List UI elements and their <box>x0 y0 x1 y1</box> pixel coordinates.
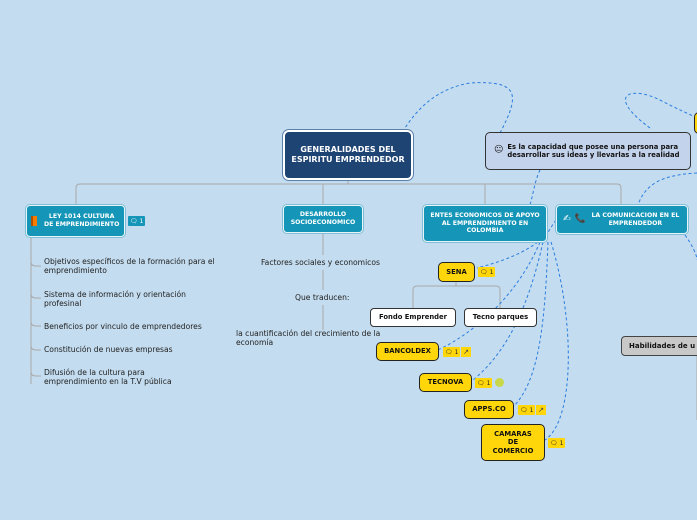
subtopic-que-traducen[interactable]: Que traducen: <box>295 293 350 302</box>
relation-note-central <box>404 82 513 134</box>
external-link-icon[interactable]: ↗ <box>536 405 546 415</box>
topic-ley-1014[interactable]: LEY 1014 CULTURA DE EMPRENDIMIENTO <box>26 205 125 237</box>
subtopic-constitucion[interactable]: Constitución de nuevas empresas <box>44 345 173 354</box>
neutral-face-emoji-icon: 😐 <box>494 145 504 156</box>
topic-entes-economicos[interactable]: ENTES ECONOMICOS DE APOYO AL EMPRENDIMIE… <box>423 205 547 242</box>
relation-comunicacion-down <box>684 234 697 261</box>
definition-note[interactable]: 😐 Es la capacidad que posee una persona … <box>485 132 691 170</box>
topic-entes-label: ENTES ECONOMICOS DE APOYO AL EMPRENDIMIE… <box>430 211 540 235</box>
comment-count: 1 <box>139 217 144 225</box>
relation-note-entes <box>529 169 541 206</box>
topic-bancoldex-label: BANCOLDEX <box>384 347 431 356</box>
comment-badge-ley[interactable]: 🗨1 <box>128 216 146 226</box>
telephone-icon: 📞 <box>574 213 586 224</box>
topic-sena-label: SENA <box>446 267 467 276</box>
green-sticker-icon <box>495 378 504 387</box>
subtopic-factores[interactable]: Factores sociales y economicos <box>261 258 380 267</box>
connector-bracket <box>75 183 622 206</box>
topic-sena[interactable]: SENA <box>438 262 475 282</box>
writing-hand-icon: ✍ <box>563 213 571 224</box>
comment-count: 1 <box>454 348 459 356</box>
comment-icon: 🗨 <box>130 217 138 225</box>
comment-count: 1 <box>489 268 494 276</box>
comment-count: 1 <box>559 439 564 447</box>
topic-tecno-parques[interactable]: Tecno parques <box>464 308 537 327</box>
topic-tecno-parques-label: Tecno parques <box>472 313 529 322</box>
relation-note-right <box>625 92 697 129</box>
topic-comunicacion-label: LA COMUNICACION EN EL EMPRENDEDOR <box>591 211 680 227</box>
relation-comunicacion-entes <box>547 219 557 233</box>
definition-note-text: Es la capacidad que posee una persona pa… <box>507 142 680 159</box>
topic-camaras-comercio[interactable]: CAMARAS DE COMERCIO <box>481 424 545 461</box>
external-link-icon[interactable]: ↗ <box>461 347 471 357</box>
comment-icon: 🗨 <box>480 268 488 276</box>
topic-tecnova[interactable]: TECNOVA <box>419 373 472 392</box>
comment-icon: 🗨 <box>520 406 528 414</box>
comment-badge-tecnova[interactable]: 🗨1 <box>475 378 493 388</box>
relation-comunicacion <box>637 172 697 206</box>
comment-badge-camaras[interactable]: 🗨1 <box>548 438 566 448</box>
subtopic-beneficios[interactable]: Beneficios por vinculo de emprendedores <box>44 322 202 331</box>
comment-icon: 🗨 <box>445 348 453 356</box>
comment-badge-bancoldex[interactable]: 🗨1 <box>443 347 461 357</box>
comment-count: 1 <box>486 379 491 387</box>
subtopic-sistema-informacion[interactable]: Sistema de información y orientación pro… <box>44 290 186 309</box>
central-topic[interactable]: GENERALIDADES DEL ESPIRITU EMPRENDEDOR <box>283 130 413 180</box>
topic-bancoldex[interactable]: BANCOLDEX <box>376 342 439 361</box>
topic-fondo-emprender-label: Fondo Emprender <box>379 313 447 322</box>
connector-sena-children <box>412 282 501 308</box>
topic-habilidades-label: Habilidades de u <box>629 341 696 350</box>
central-topic-label: GENERALIDADES DEL ESPIRITU EMPRENDEDOR <box>291 145 405 164</box>
topic-fondo-emprender[interactable]: Fondo Emprender <box>370 308 456 327</box>
book-icon <box>31 216 38 226</box>
topic-desarrollo-socioeconomico[interactable]: DESARROLLO SOCIOECONOMICO <box>283 205 363 233</box>
comment-count: 1 <box>529 406 534 414</box>
topic-desarrollo-label: DESARROLLO SOCIOECONOMICO <box>290 211 356 226</box>
topic-appsco-label: APPS.CO <box>472 405 506 414</box>
relation-entes-sena <box>476 241 539 269</box>
relation-entes-camaras <box>544 241 569 441</box>
topic-camaras-label: CAMARAS DE COMERCIO <box>492 429 534 455</box>
topic-tecnova-label: TECNOVA <box>427 378 464 387</box>
relation-entes-bancoldex <box>437 241 541 351</box>
comment-badge-sena[interactable]: 🗨1 <box>478 267 496 277</box>
topic-comunicacion[interactable]: ✍ 📞 LA COMUNICACION EN EL EMPRENDEDOR <box>556 205 688 234</box>
comment-badge-appsco[interactable]: 🗨1 <box>518 405 536 415</box>
topic-ley-1014-label: LEY 1014 CULTURA DE EMPRENDIMIENTO <box>43 213 120 228</box>
comment-icon: 🗨 <box>550 439 558 447</box>
subtopic-objetivos[interactable]: Objetivos específicos de la formación pa… <box>44 257 215 276</box>
topic-appsco[interactable]: APPS.CO <box>464 400 514 419</box>
comment-icon: 🗨 <box>477 379 485 387</box>
subtopic-cuantificacion[interactable]: la cuantificación del crecimiento de la … <box>236 329 381 348</box>
topic-habilidades[interactable]: Habilidades de u <box>621 336 697 356</box>
subtopic-difusion[interactable]: Difusión de la cultura para emprendimien… <box>44 368 172 387</box>
